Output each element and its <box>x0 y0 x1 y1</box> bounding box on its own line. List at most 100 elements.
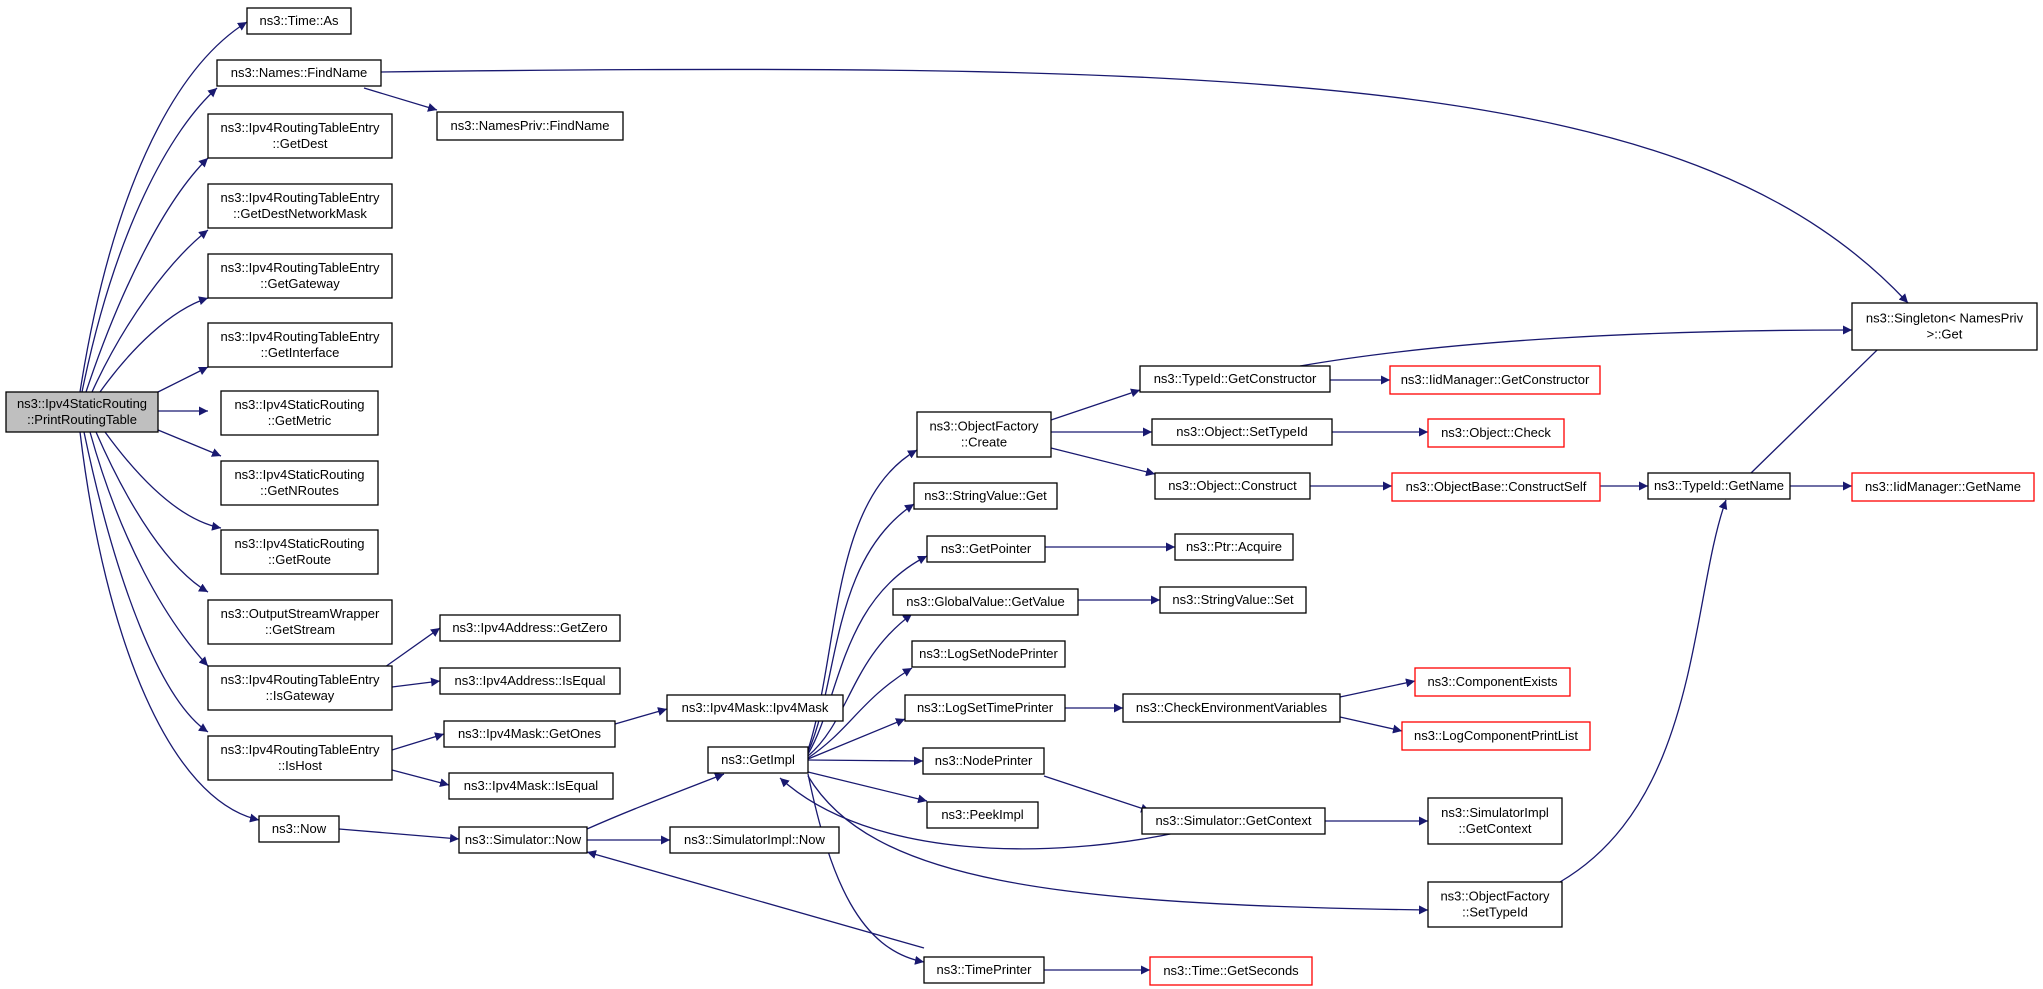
node-label: ::GetDest <box>273 136 328 151</box>
node-time-as[interactable]: ns3::Time::As <box>246 7 352 35</box>
node-label: ns3::LogComponentPrintList <box>1414 728 1578 743</box>
node-label: ns3::Now <box>272 821 327 836</box>
node-label: ns3::PeekImpl <box>941 807 1023 822</box>
node-simimpl-now[interactable]: ns3::SimulatorImpl::Now <box>669 826 840 854</box>
node-rte-getgateway[interactable]: ns3::Ipv4RoutingTableEntry::GetGateway <box>207 253 393 299</box>
node-rte-getinterface[interactable]: ns3::Ipv4RoutingTableEntry::GetInterface <box>207 322 393 368</box>
node-label: ns3::OutputStreamWrapper <box>221 606 380 621</box>
node-box <box>926 801 1039 829</box>
node-box <box>436 111 624 141</box>
node-timeprinter[interactable]: ns3::TimePrinter <box>923 956 1045 984</box>
node-label: ns3::Ipv4RoutingTableEntry <box>221 190 380 205</box>
node-rte-isgateway[interactable]: ns3::Ipv4RoutingTableEntry::IsGateway <box>207 665 393 711</box>
node-box <box>1389 365 1601 395</box>
function-nodes: ns3::Ipv4StaticRouting::PrintRoutingTabl… <box>5 7 2038 986</box>
node-rte-ishost[interactable]: ns3::Ipv4RoutingTableEntry::IsHost <box>207 735 393 781</box>
node-box <box>892 588 1079 616</box>
node-obj-construct[interactable]: ns3::Object::Construct <box>1154 472 1311 500</box>
node-label: ns3::SimulatorImpl <box>1441 805 1549 820</box>
node-label: ns3::Ipv4Mask::GetOnes <box>458 726 602 741</box>
node-box <box>916 411 1052 458</box>
node-rte-getdest[interactable]: ns3::Ipv4RoutingTableEntry::GetDest <box>207 113 393 159</box>
edge-getctor-singleton <box>1299 325 1853 367</box>
node-gv-getvalue[interactable]: ns3::GlobalValue::GetValue <box>892 588 1079 616</box>
node-label: ::Create <box>961 435 1007 450</box>
node-label: ns3::NamesPriv::FindName <box>451 118 610 133</box>
node-peekimpl[interactable]: ns3::PeekImpl <box>926 801 1039 829</box>
edge-of-settypeid-typeid-getname <box>1559 499 1728 883</box>
node-typeid-getname[interactable]: ns3::TypeId::GetName <box>1647 472 1791 500</box>
node-osw-getstream[interactable]: ns3::OutputStreamWrapper::GetStream <box>207 599 393 645</box>
node-sv-set[interactable]: ns3::StringValue::Set <box>1159 586 1307 614</box>
node-now[interactable]: ns3::Now <box>258 815 340 843</box>
node-box <box>246 7 352 35</box>
node-box <box>220 529 379 575</box>
node-singleton-get[interactable]: ns3::Singleton< NamesPriv>::Get <box>1851 302 2038 351</box>
node-nodeprinter[interactable]: ns3::NodePrinter <box>922 747 1045 775</box>
node-box <box>207 253 393 299</box>
edge-root-rte-isgateway <box>89 431 209 667</box>
node-of-create[interactable]: ns3::ObjectFactory::Create <box>916 411 1052 458</box>
node-box <box>1414 667 1571 697</box>
node-box <box>1174 533 1294 561</box>
node-sr-getnroutes[interactable]: ns3::Ipv4StaticRouting::GetNRoutes <box>220 460 379 506</box>
edge-root-sr-getroute <box>104 431 222 531</box>
node-box <box>1149 956 1313 986</box>
node-label: ns3::ObjectBase::ConstructSelf <box>1406 479 1587 494</box>
node-obj-settypeid[interactable]: ns3::Object::SetTypeId <box>1151 418 1333 446</box>
node-logcomponentprintlist[interactable]: ns3::LogComponentPrintList <box>1401 721 1591 751</box>
edge-of-create-obj-construct <box>1050 447 1156 477</box>
node-checkenv[interactable]: ns3::CheckEnvironmentVariables <box>1122 693 1341 723</box>
node-mask-getones[interactable]: ns3::Ipv4Mask::GetOnes <box>443 720 616 748</box>
node-sim-getcontext[interactable]: ns3::Simulator::GetContext <box>1141 807 1326 835</box>
node-box <box>5 391 159 433</box>
node-box <box>923 956 1045 984</box>
node-getimpl[interactable]: ns3::GetImpl <box>707 746 809 774</box>
node-addr-isequal[interactable]: ns3::Ipv4Address::IsEqual <box>439 667 621 695</box>
node-box <box>216 59 382 87</box>
node-iidm-getname[interactable]: ns3::IidManager::GetName <box>1851 472 2035 502</box>
node-root: ns3::Ipv4StaticRouting::PrintRoutingTabl… <box>5 391 159 433</box>
node-namespriv-findname[interactable]: ns3::NamesPriv::FindName <box>436 111 624 141</box>
node-time-getseconds[interactable]: ns3::Time::GetSeconds <box>1149 956 1313 986</box>
node-names-findname[interactable]: ns3::Names::FindName <box>216 59 382 87</box>
node-iidm-getctor[interactable]: ns3::IidManager::GetConstructor <box>1389 365 1601 395</box>
node-label: ns3::Object::Construct <box>1168 478 1297 493</box>
node-box <box>207 599 393 645</box>
edge-of-create-typeid-getctor <box>1050 388 1141 421</box>
node-label: ::GetContext <box>1459 821 1532 836</box>
node-getpointer[interactable]: ns3::GetPointer <box>926 535 1046 563</box>
node-rte-getdestmask[interactable]: ns3::Ipv4RoutingTableEntry::GetDestNetwo… <box>207 183 393 229</box>
edge-ishost-getones <box>391 732 445 751</box>
node-label: ::IsHost <box>278 758 322 773</box>
edge-nodeprinter-sim-getcontext <box>1043 775 1151 813</box>
node-box <box>1427 797 1563 845</box>
node-componentexists[interactable]: ns3::ComponentExists <box>1414 667 1571 697</box>
node-label: ns3::GlobalValue::GetValue <box>906 594 1065 609</box>
node-obj-check[interactable]: ns3::Object::Check <box>1427 418 1565 448</box>
node-simimpl-getcontext[interactable]: ns3::SimulatorImpl::GetContext <box>1427 797 1563 845</box>
node-label: ns3::Ipv4StaticRouting <box>234 536 364 551</box>
node-typeid-getctor[interactable]: ns3::TypeId::GetConstructor <box>1139 365 1331 393</box>
node-of-settypeid[interactable]: ns3::ObjectFactory::SetTypeId <box>1427 881 1563 928</box>
node-box <box>913 482 1058 510</box>
node-box <box>448 772 614 800</box>
node-box <box>443 720 616 748</box>
node-logsettimeprinter[interactable]: ns3::LogSetTimePrinter <box>904 694 1066 722</box>
node-label: ns3::Object::Check <box>1441 425 1551 440</box>
node-label: ns3::Ipv4RoutingTableEntry <box>221 120 380 135</box>
node-box <box>707 746 809 774</box>
node-mask-isequal[interactable]: ns3::Ipv4Mask::IsEqual <box>448 772 614 800</box>
node-mask-ctor[interactable]: ns3::Ipv4Mask::Ipv4Mask <box>666 694 844 722</box>
edge-root-osw-getstream <box>95 431 209 593</box>
node-ob-constructself[interactable]: ns3::ObjectBase::ConstructSelf <box>1391 472 1601 502</box>
node-sv-get[interactable]: ns3::StringValue::Get <box>913 482 1058 510</box>
node-label: ns3::Simulator::Now <box>465 832 582 847</box>
node-logsetnodeprinter[interactable]: ns3::LogSetNodePrinter <box>911 640 1066 668</box>
node-sr-getroute[interactable]: ns3::Ipv4StaticRouting::GetRoute <box>220 529 379 575</box>
node-sim-now[interactable]: ns3::Simulator::Now <box>458 826 588 854</box>
node-ptr-acquire[interactable]: ns3::Ptr::Acquire <box>1174 533 1294 561</box>
node-label: ::GetGateway <box>260 276 340 291</box>
node-sr-getmetric[interactable]: ns3::Ipv4StaticRouting::GetMetric <box>220 390 379 436</box>
node-addr-getzero[interactable]: ns3::Ipv4Address::GetZero <box>439 614 621 642</box>
